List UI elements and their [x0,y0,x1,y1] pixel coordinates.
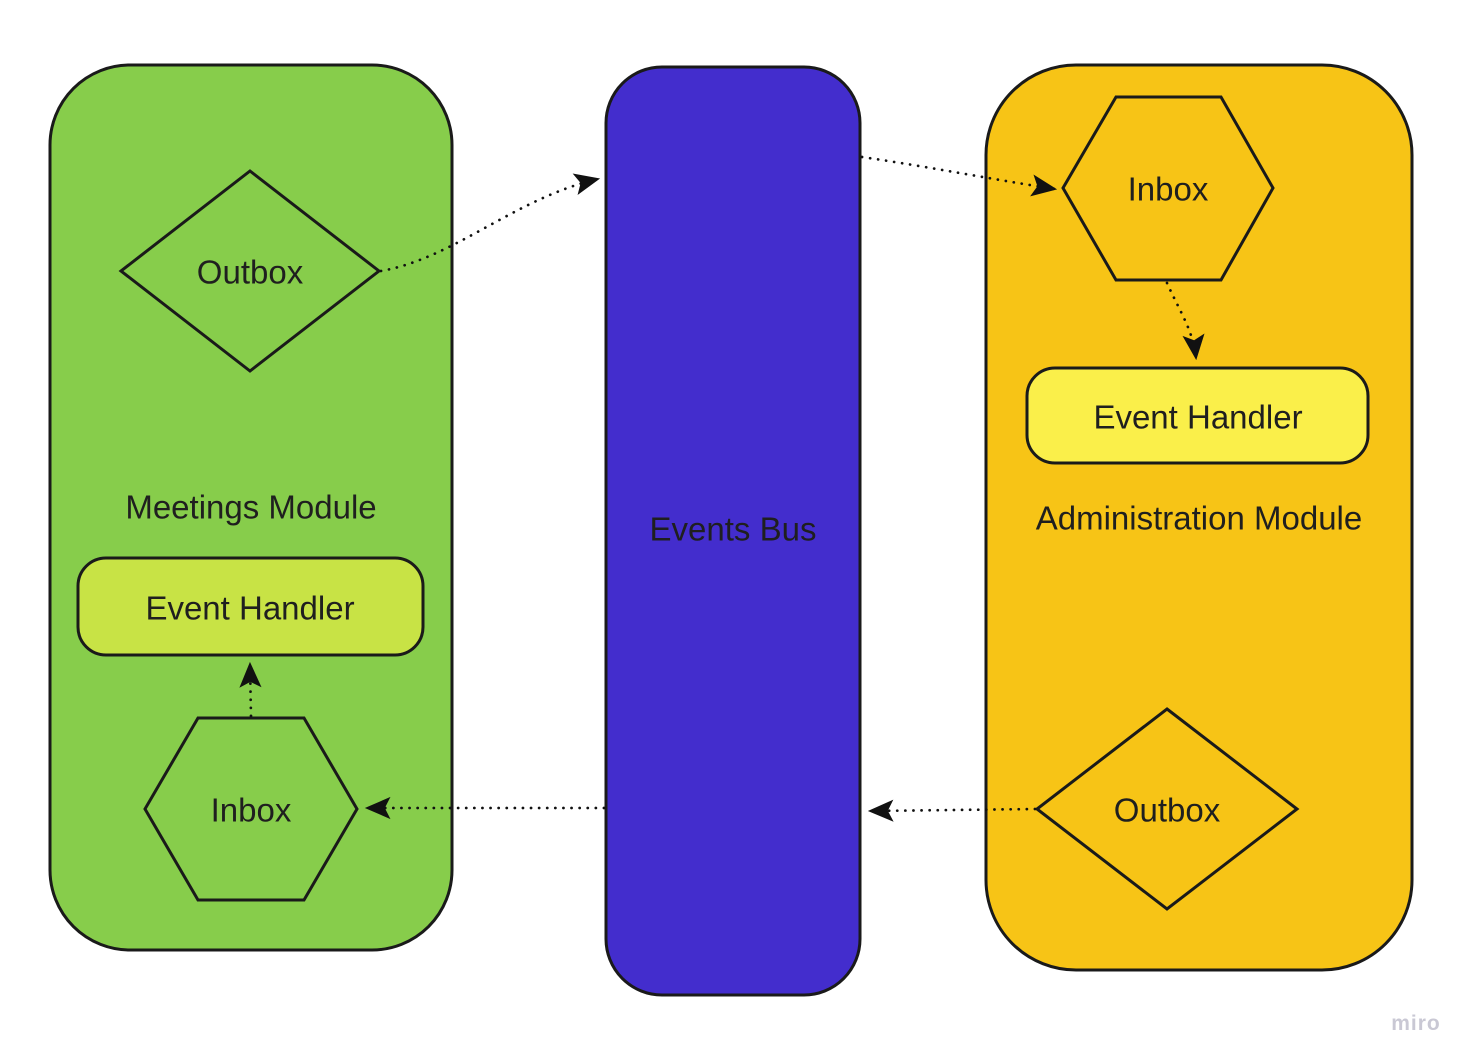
meetings-inbox-hexagon[interactable] [143,716,359,902]
administration-inbox-hexagon[interactable] [1061,95,1275,282]
administration-outbox-label: Outbox [1114,792,1221,829]
events-bus: Events Bus [604,65,862,997]
administration-module-shape[interactable] [984,63,1414,972]
meetings-module-title: Meetings Module [125,489,376,526]
events-bus-title: Events Bus [650,511,817,548]
administration-module-title: Administration Module [1036,500,1363,537]
events-bus-shape[interactable] [604,65,862,997]
meetings-event-handler-shape[interactable] [76,556,425,657]
administration-event-handler-label: Event Handler [1093,399,1302,436]
connector-administration-inbox-to-event-handler[interactable] [1165,281,1205,361]
meetings-event-handler-label: Event Handler [145,590,354,627]
administration-module: Administration Module Inbox Event Handle… [984,63,1414,972]
administration-event-handler-shape[interactable] [1025,366,1370,465]
administration-outbox-diamond[interactable] [1034,707,1300,911]
meetings-inbox-label: Inbox [211,792,292,829]
connector-administration-outbox-to-events-bus[interactable] [867,799,1037,822]
administration-inbox-label: Inbox [1128,171,1209,208]
connector-events-bus-to-administration-inbox[interactable] [860,155,1058,197]
connector-meetings-outbox-to-events-bus[interactable] [379,173,601,273]
meetings-outbox-label: Outbox [197,254,304,291]
connector-meetings-inbox-to-event-handler[interactable] [239,661,262,718]
meetings-outbox-diamond[interactable] [118,169,382,373]
meetings-module: Meetings Module Outbox Event Handler Inb… [48,63,454,952]
miro-watermark: miro [1391,1012,1441,1035]
